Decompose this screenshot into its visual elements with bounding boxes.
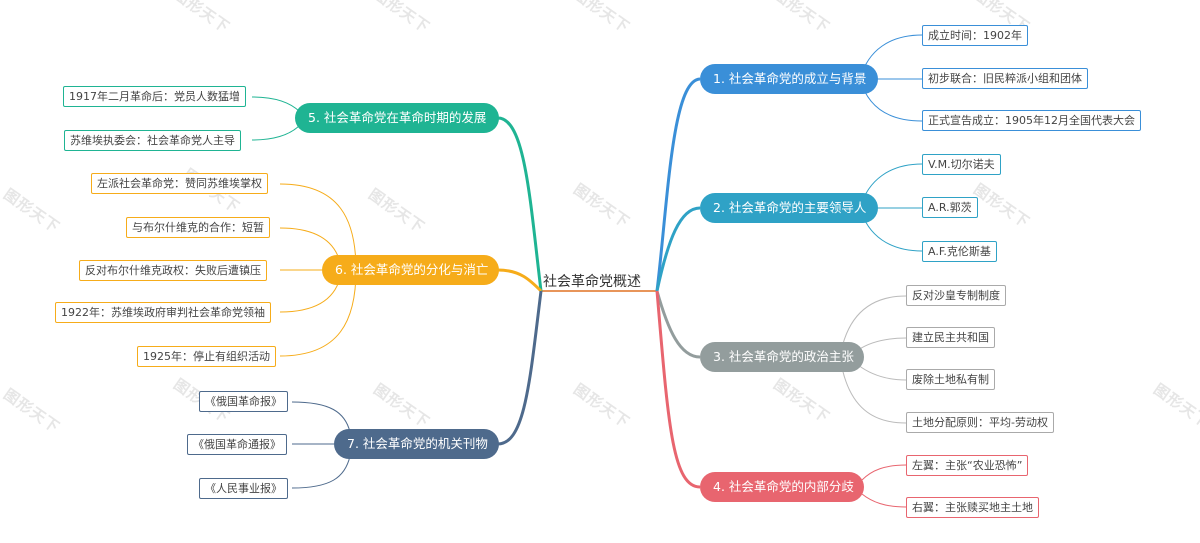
root-topic[interactable]: 社会革命党概述 bbox=[543, 274, 641, 290]
leaf-publication-peoples-cause[interactable]: 《人民事业报》 bbox=[199, 478, 288, 499]
leaf-left-wing[interactable]: 左翼：主张“农业恐怖” bbox=[906, 455, 1029, 476]
leaf-leader-kerensky[interactable]: A.F.克伦斯基 bbox=[922, 241, 997, 262]
leaf-publication-revolution-bulletin[interactable]: 《俄国革命通报》 bbox=[187, 434, 287, 455]
leaf-initial-union[interactable]: 初步联合：旧民粹派小组和团体 bbox=[922, 68, 1088, 89]
leaf-official-founding[interactable]: 正式宣告成立：1905年12月全国代表大会 bbox=[922, 110, 1141, 131]
leaf-left-sr-support[interactable]: 左派社会革命党：赞同苏维埃掌权 bbox=[91, 173, 268, 194]
leaf-oppose-bolshevik[interactable]: 反对布尔什维克政权：失败后遭镇压 bbox=[79, 260, 267, 281]
leaf-bolshevik-cooperation[interactable]: 与布尔什维克的合作：短暂 bbox=[126, 217, 270, 238]
leaf-right-wing[interactable]: 右翼：主张赎买地主土地 bbox=[906, 497, 1039, 518]
branch-internal-division[interactable]: 4. 社会革命党的内部分歧 bbox=[700, 472, 864, 502]
leaf-leader-chernov[interactable]: V.M.切尔诺夫 bbox=[922, 154, 1001, 175]
branch-publications[interactable]: 7. 社会革命党的机关刊物 bbox=[334, 429, 499, 459]
branch-split-demise[interactable]: 6. 社会革命党的分化与消亡 bbox=[322, 255, 499, 285]
leaf-1925-cease[interactable]: 1925年：停止有组织活动 bbox=[137, 346, 276, 367]
leaf-membership-surge[interactable]: 1917年二月革命后：党员人数猛增 bbox=[63, 86, 246, 107]
branch-political-program[interactable]: 3. 社会革命党的政治主张 bbox=[700, 342, 864, 372]
branch-founding-background[interactable]: 1. 社会革命党的成立与背景 bbox=[700, 64, 878, 94]
leaf-oppose-tsarism[interactable]: 反对沙皇专制制度 bbox=[906, 285, 1006, 306]
branch-main-leaders[interactable]: 2. 社会革命党的主要领导人 bbox=[700, 193, 878, 223]
leaf-democratic-republic[interactable]: 建立民主共和国 bbox=[906, 327, 995, 348]
leaf-publication-revolution-news[interactable]: 《俄国革命报》 bbox=[199, 391, 288, 412]
leaf-land-distribution[interactable]: 土地分配原则：平均-劳动权 bbox=[906, 412, 1054, 433]
leaf-1922-trial[interactable]: 1922年：苏维埃政府审判社会革命党领袖 bbox=[55, 302, 271, 323]
leaf-soviet-executive[interactable]: 苏维埃执委会：社会革命党人主导 bbox=[64, 130, 241, 151]
leaf-leader-gots[interactable]: A.R.郭茨 bbox=[922, 197, 978, 218]
leaf-founding-time[interactable]: 成立时间：1902年 bbox=[922, 25, 1028, 46]
branch-revolution-development[interactable]: 5. 社会革命党在革命时期的发展 bbox=[295, 103, 499, 133]
leaf-abolish-land-ownership[interactable]: 废除土地私有制 bbox=[906, 369, 995, 390]
